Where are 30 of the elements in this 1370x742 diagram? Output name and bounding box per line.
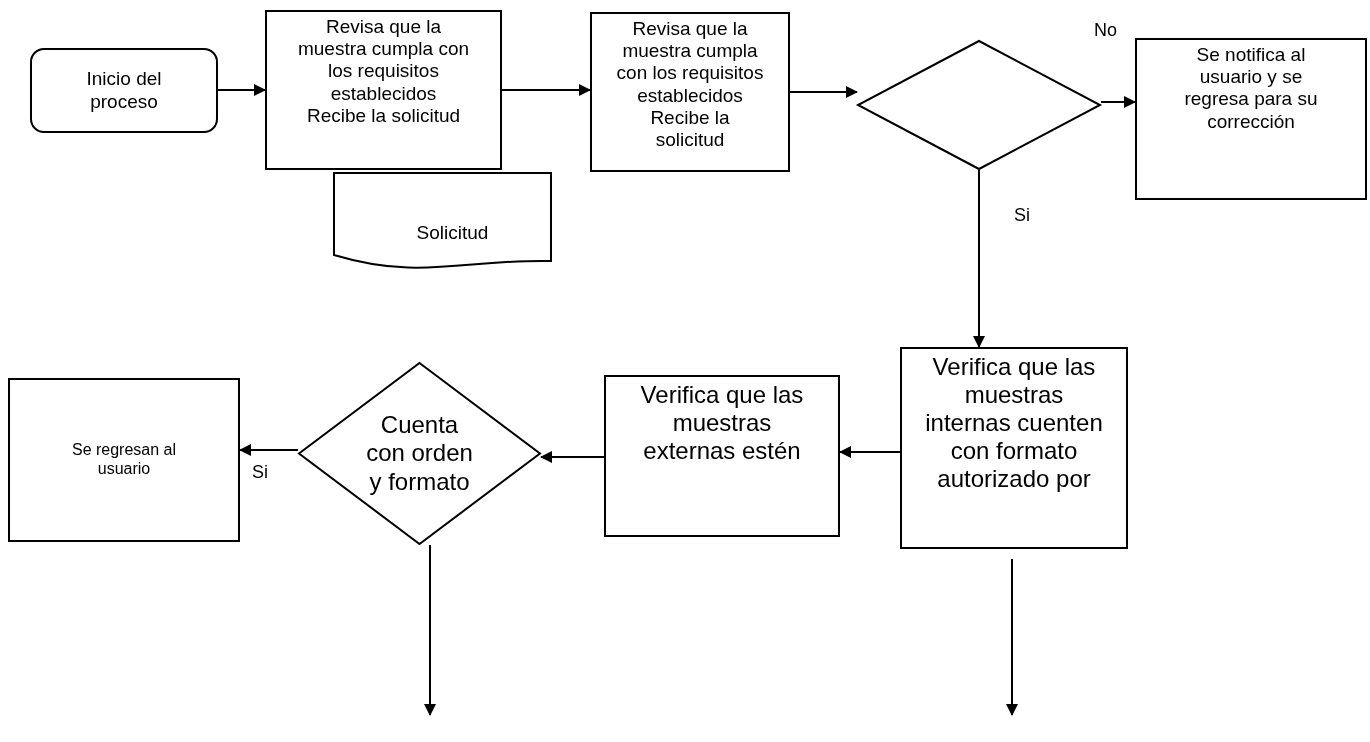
arrow — [789, 86, 858, 98]
step-text: Inicio del proceso — [85, 68, 163, 113]
arrow — [1006, 558, 1018, 716]
start-terminal — [30, 48, 218, 133]
step-text: Recibe la solicitud — [306, 104, 461, 128]
step-text: Verifica que las muestras internas cuenten con formato autorizado por — [924, 353, 1104, 494]
arrow — [501, 84, 591, 96]
arrow — [239, 444, 299, 456]
step-text: Recibe la solicitud — [649, 106, 731, 152]
arrow — [217, 84, 266, 96]
process-box — [8, 378, 240, 542]
step-text: Revisa que la muestra cumpla con los requisitos establecidos — [615, 18, 765, 107]
arrow — [973, 169, 985, 348]
arrow — [540, 451, 605, 463]
process-box — [265, 10, 502, 170]
arrow — [424, 544, 436, 716]
process-box — [900, 347, 1128, 549]
decision-diamond — [857, 40, 1101, 170]
decision-diamond — [298, 362, 541, 545]
process-box — [590, 12, 790, 172]
step-text: Verifica que las muestras externas estén — [640, 381, 804, 466]
step-text: Revisa que la muestra cumpla con los requisitos establecidos — [296, 16, 471, 105]
step-text: Se regresan al usuario — [70, 441, 178, 479]
decision-text: Cuenta con orden y formato — [365, 411, 474, 496]
document-label: Solicitud — [416, 222, 489, 245]
process-box — [1135, 38, 1367, 200]
arrow — [839, 446, 901, 458]
arrow — [1100, 96, 1136, 108]
process-box — [604, 375, 840, 537]
step-text: Se notifica al usuario y se regresa para su corrección — [1183, 44, 1319, 133]
